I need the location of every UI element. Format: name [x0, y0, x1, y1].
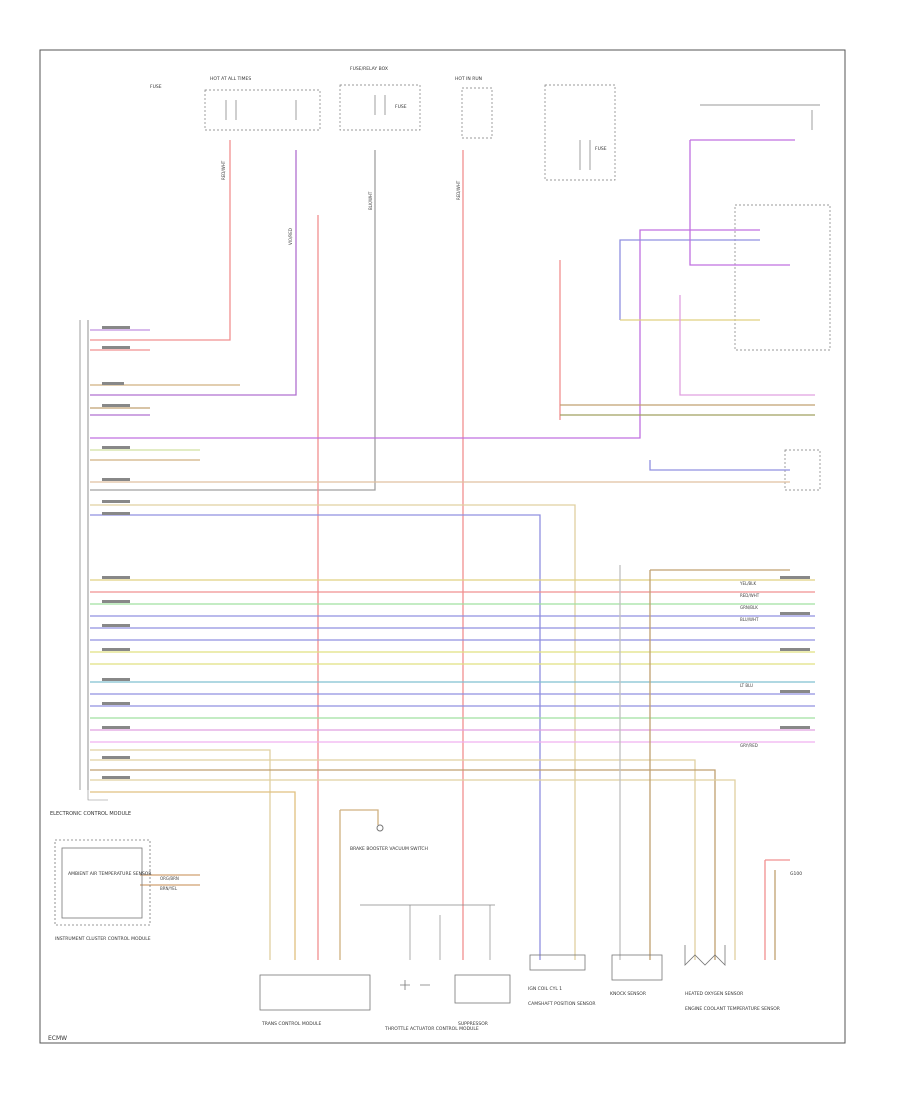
wire-label-3: BLK/WHT — [368, 191, 373, 210]
instrument-cluster-label: INSTRUMENT CLUSTER CONTROL MODULE — [55, 936, 151, 942]
fuse-label-2: FUSE — [395, 104, 407, 110]
trans-control-module-box — [259, 974, 371, 1011]
suppressor-box — [454, 974, 511, 1004]
wire-label-marks — [102, 326, 810, 779]
ignition-coil-box — [529, 954, 586, 971]
throttle-actuator-symbol — [400, 980, 430, 990]
coolant-temp-sensor-label: ENGINE COOLANT TEMPERATURE SENSOR — [685, 1006, 780, 1012]
camshaft-sensor-label: CAMSHAFT POSITION SENSOR — [528, 1001, 596, 1007]
wire-label-12: BRN/YEL — [160, 886, 178, 891]
ignition-coil-label: IGN COIL CYL 1 — [528, 986, 562, 992]
brake-switch-terminal — [376, 824, 384, 832]
wire-label-5: YEL/BLK — [739, 581, 757, 586]
fuse-label-3: FUSE — [595, 146, 607, 152]
wire-label-1: RED/WHT — [221, 160, 226, 180]
throttle-actuator-label: THROTTLE ACTUATOR CONTROL MODULE — [384, 1026, 479, 1032]
relay-top-right — [700, 104, 831, 491]
diagram-border — [39, 49, 846, 1044]
brake-booster-switch-label: BRAKE BOOSTER VACUUM SWITCH — [350, 846, 428, 852]
trans-control-module-label: TRANS CONTROL MODULE — [261, 1021, 322, 1027]
fuse-relay-box-label: FUSE/RELAY BOX — [350, 66, 388, 72]
wire-label-2: VIO/RED — [288, 228, 293, 245]
knock-sensor-box — [611, 954, 663, 981]
footer-code: ECMW — [48, 1035, 67, 1042]
wire-label-6: RED/WHT — [740, 593, 760, 598]
wire-label-7: GRN/BLK — [740, 605, 758, 610]
wire-label-8: BLU/WHT — [740, 617, 759, 622]
wire-label-9: LT BLU — [740, 683, 753, 688]
fuse-relay-area — [204, 84, 616, 181]
ecm-label: ELECTRONIC CONTROL MODULE — [50, 811, 131, 817]
ambient-sensor-label: AMBIENT AIR TEMPERATURE SENSOR — [68, 871, 151, 877]
wires — [90, 139, 815, 960]
hot-in-run-label: HOT IN RUN — [455, 76, 482, 82]
ecm-connector — [79, 320, 108, 801]
ambient-sensor-box — [54, 839, 151, 926]
wire-label-4: RED/WHT — [456, 180, 461, 200]
heated-oxygen-sensor-label: HEATED OXYGEN SENSOR — [685, 991, 743, 997]
hot-at-all-times-label: HOT AT ALL TIMES — [210, 76, 251, 82]
knock-sensor-label: KNOCK SENSOR — [610, 991, 646, 997]
wire-label-10: GRY/RED — [740, 743, 758, 748]
ground-label: G100 — [790, 871, 802, 877]
wire-label-11: ORG/BRN — [160, 876, 179, 881]
fuse-label-1: FUSE — [150, 84, 162, 90]
heated-oxygen-sensor-symbol — [684, 945, 726, 966]
suppressor-label: SUPPRESSOR — [458, 1021, 488, 1027]
